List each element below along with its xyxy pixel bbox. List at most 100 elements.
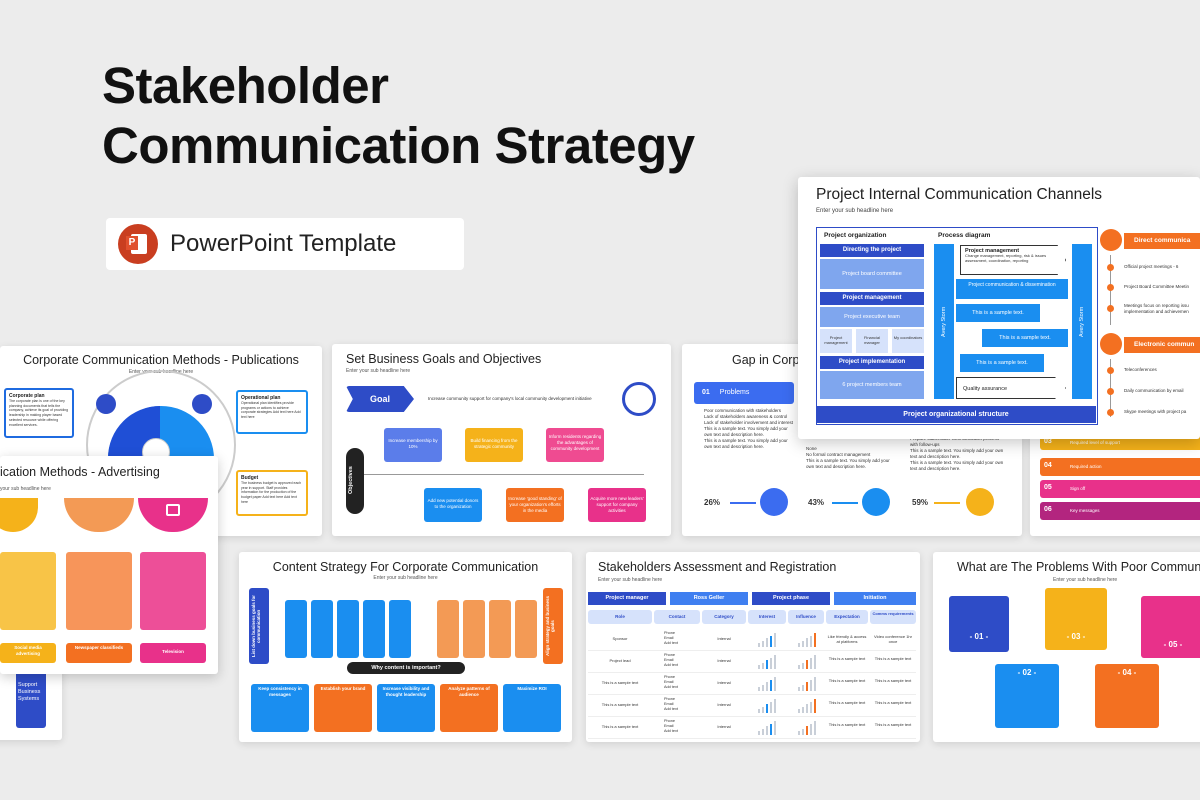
cell-contact: Add text <box>664 685 678 689</box>
influence-bar <box>810 723 812 735</box>
interest-bar <box>758 731 760 735</box>
slide-content-strategy[interactable]: Content Strategy For Corporate Communica… <box>239 552 572 742</box>
pct-2: 43% <box>808 498 825 507</box>
col-category: Category <box>702 610 746 624</box>
goal-box-5: Increase 'good standing' of your organiz… <box>506 488 564 522</box>
interest-bar <box>766 682 768 691</box>
avery-right-bar: Avery Storm <box>1072 244 1092 399</box>
electronic-item-2: Daily communication by email <box>1124 388 1184 393</box>
blue-col-4 <box>363 600 385 658</box>
cell-category: Internal <box>717 724 731 729</box>
goal-box-2: Build financing from the strategic commu… <box>465 428 523 462</box>
note-03: - 03 - <box>1045 588 1107 650</box>
org-implementation: Project implementation <box>820 356 924 369</box>
slide-problems[interactable]: What are The Problems With Poor Communi … <box>933 552 1200 742</box>
step-label: Problems <box>719 389 750 396</box>
goal-text: Increase community support for company's… <box>428 396 592 401</box>
pm-box: Project management Change management, re… <box>960 245 1066 275</box>
influence-bar <box>810 635 812 647</box>
influence-bar <box>810 679 812 691</box>
slide-advertising[interactable]: ication Methods - Advertising your sub h… <box>0 456 218 674</box>
goal-box-1: Increase membership by 10% <box>384 428 442 462</box>
slide-subtitle: Enter your sub headline here <box>346 368 411 374</box>
slide-title: ication Methods - Advertising <box>0 465 160 479</box>
bullet-3: Lack of stakeholder involvement and inte… <box>704 420 794 426</box>
television-icon <box>166 504 180 516</box>
goal-box-3: Inform residents regarding the advantage… <box>546 428 604 462</box>
cell-role: This is a sample text <box>601 702 639 707</box>
electronic-dot-1 <box>1107 367 1114 374</box>
chart-icon <box>96 394 116 414</box>
org-directing: Directing the project <box>820 244 924 257</box>
cell-comms: This is a sample text <box>874 700 912 705</box>
television-column <box>140 552 206 630</box>
step-num-05: 05 <box>1044 484 1052 491</box>
budget-title: Budget <box>241 475 259 481</box>
slide-subtitle: Enter your sub headline here <box>598 577 663 583</box>
powerpoint-icon: P <box>118 224 158 264</box>
org-management: Project management <box>820 292 924 305</box>
cell-contact: Phone <box>664 653 675 657</box>
social-icon-circle <box>0 498 38 532</box>
blue-col-2 <box>311 600 333 658</box>
note-04: - 04 - <box>1095 664 1159 728</box>
org-board: Project board committee <box>820 259 924 289</box>
cell-role: This is a sample text <box>601 680 639 685</box>
orange-col-1 <box>437 600 459 658</box>
proc-sample-1: This is a sample text. <box>956 304 1040 322</box>
interest-bar <box>762 684 764 691</box>
note-05: - 05 - <box>1141 596 1200 658</box>
slide-communication-channels[interactable]: Project Internal Communication Channels … <box>798 177 1200 439</box>
org-executive: Project executive team <box>820 307 924 327</box>
cell-contact: Add text <box>664 641 678 645</box>
interest-bar <box>774 721 776 735</box>
slide-assessment[interactable]: Stakeholders Assessment and Registration… <box>586 552 920 742</box>
electronic-header: Electronic commun <box>1124 337 1200 353</box>
television-label: Television <box>140 643 206 663</box>
badge-label: PowerPoint Template <box>170 230 397 257</box>
influence-bar <box>798 709 800 713</box>
slide-steps[interactable]: 03 Required level of support 04 Required… <box>1030 430 1200 536</box>
objectives-pill <box>346 448 364 514</box>
mid-bullet-3: This is a sample text. You simply add yo… <box>806 458 890 470</box>
objectives-label: Objectives <box>348 466 354 494</box>
step-label-05: Sign off <box>1070 486 1086 491</box>
problem-icon <box>760 488 788 516</box>
cell-role: Sponsor <box>612 636 628 641</box>
pct-1: 26% <box>704 498 721 507</box>
pm-text: Change management, reporting, risk & iss… <box>965 253 1047 263</box>
cell-category: Internal <box>717 636 731 641</box>
header-ross-geller: Ross Geller <box>670 592 748 605</box>
interest-bar <box>770 723 772 735</box>
right-goal-bar <box>543 588 563 664</box>
org-small-3: My coordinators <box>892 329 924 353</box>
influence-bar <box>814 699 816 713</box>
cell-contact: Phone <box>664 631 675 635</box>
influence-bar <box>798 731 800 735</box>
newspaper-column <box>66 552 132 630</box>
bullet-4: This is a sample text. You simply add yo… <box>704 426 788 438</box>
influence-bar <box>814 677 816 691</box>
org-frame <box>816 227 1098 425</box>
blue-col-1 <box>285 600 307 658</box>
slide-business-goals[interactable]: Set Business Goals and Objectives Enter … <box>332 344 671 536</box>
influence-bar <box>814 655 816 669</box>
middle-bullets: None No formal contract management This … <box>806 446 896 470</box>
social-column <box>0 552 56 630</box>
step-num-03: 03 <box>1044 438 1052 445</box>
influence-bar <box>806 726 808 735</box>
influence-bar <box>802 640 804 647</box>
proc-sample-3: This is a sample text. <box>960 354 1044 372</box>
direct-header: Direct communica <box>1124 233 1200 249</box>
influence-bar <box>802 662 804 669</box>
step-row-06: 06 Key messages <box>1040 502 1200 520</box>
slide-subtitle: your sub headline here <box>0 486 51 492</box>
goal-target-icon <box>622 382 656 416</box>
bullet-1: Poor communication with stakeholders <box>704 408 782 413</box>
cell-expectation: This is a sample text <box>828 656 866 661</box>
corporate-plan-title: Corporate plan <box>9 393 45 399</box>
step-label-03: Required level of support <box>1070 440 1121 445</box>
slide-title: Project Internal Communication Channels <box>816 186 1103 203</box>
